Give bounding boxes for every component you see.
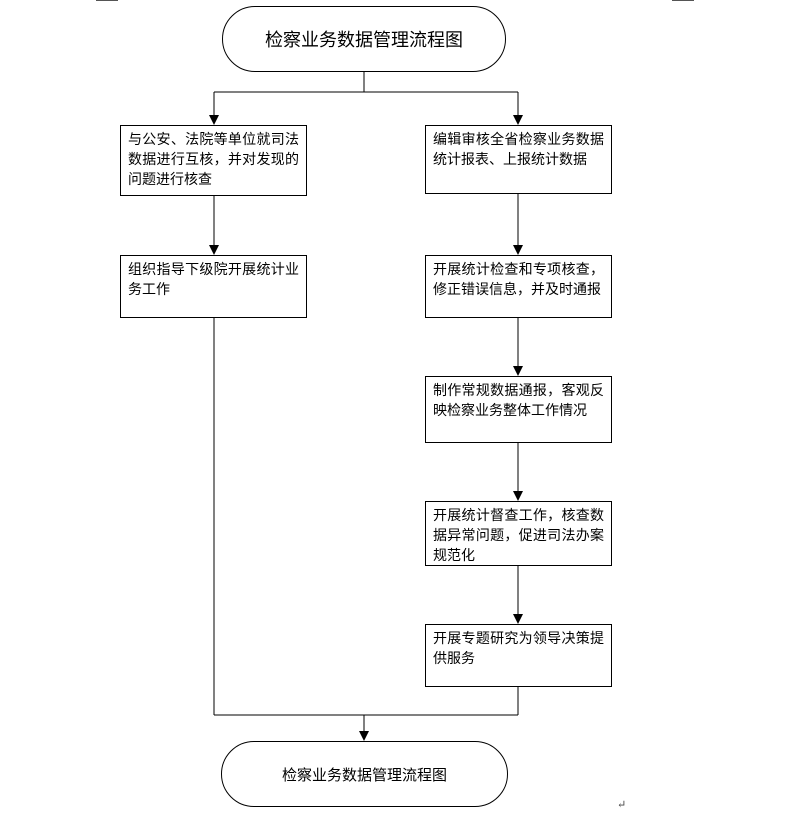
left-step-1-text: 与公安、法院等单位就司法数据进行互核，并对发现的问题进行核查 (128, 132, 299, 188)
right-step-5-text: 开展专题研究为领导决策提供服务 (433, 631, 604, 667)
right-step-4-box: 开展统计督查工作，核查数据异常问题，促进司法办案规范化 (425, 501, 612, 566)
flow-end-label: 检察业务数据管理流程图 (281, 765, 447, 784)
right-step-1-text: 编辑审核全省检察业务数据统计报表、上报统计数据 (433, 132, 604, 168)
right-step-4-text: 开展统计督查工作，核查数据异常问题，促进司法办案规范化 (433, 508, 604, 564)
flow-start-label: 检察业务数据管理流程图 (265, 30, 463, 51)
right-step-5-box: 开展专题研究为领导决策提供服务 (425, 624, 612, 687)
page-corner-mark-left (96, 0, 118, 1)
flow-end-terminal: 检察业务数据管理流程图 (221, 741, 508, 807)
right-step-2-text: 开展统计检查和专项核查，修正错误信息，并及时通报 (433, 262, 604, 298)
paragraph-return-mark: ↵ (617, 798, 627, 811)
left-step-2-text: 组织指导下级院开展统计业务工作 (128, 262, 299, 298)
left-step-2-box: 组织指导下级院开展统计业务工作 (120, 255, 307, 318)
left-step-1-box: 与公安、法院等单位就司法数据进行互核，并对发现的问题进行核查 (120, 125, 307, 196)
right-step-3-box: 制作常规数据通报，客观反映检察业务整体工作情况 (425, 376, 612, 443)
flow-start-terminal: 检察业务数据管理流程图 (222, 6, 506, 72)
page-corner-mark-right (672, 0, 694, 1)
right-step-3-text: 制作常规数据通报，客观反映检察业务整体工作情况 (433, 383, 604, 419)
right-step-1-box: 编辑审核全省检察业务数据统计报表、上报统计数据 (425, 125, 612, 194)
right-step-2-box: 开展统计检查和专项核查，修正错误信息，并及时通报 (425, 255, 612, 318)
